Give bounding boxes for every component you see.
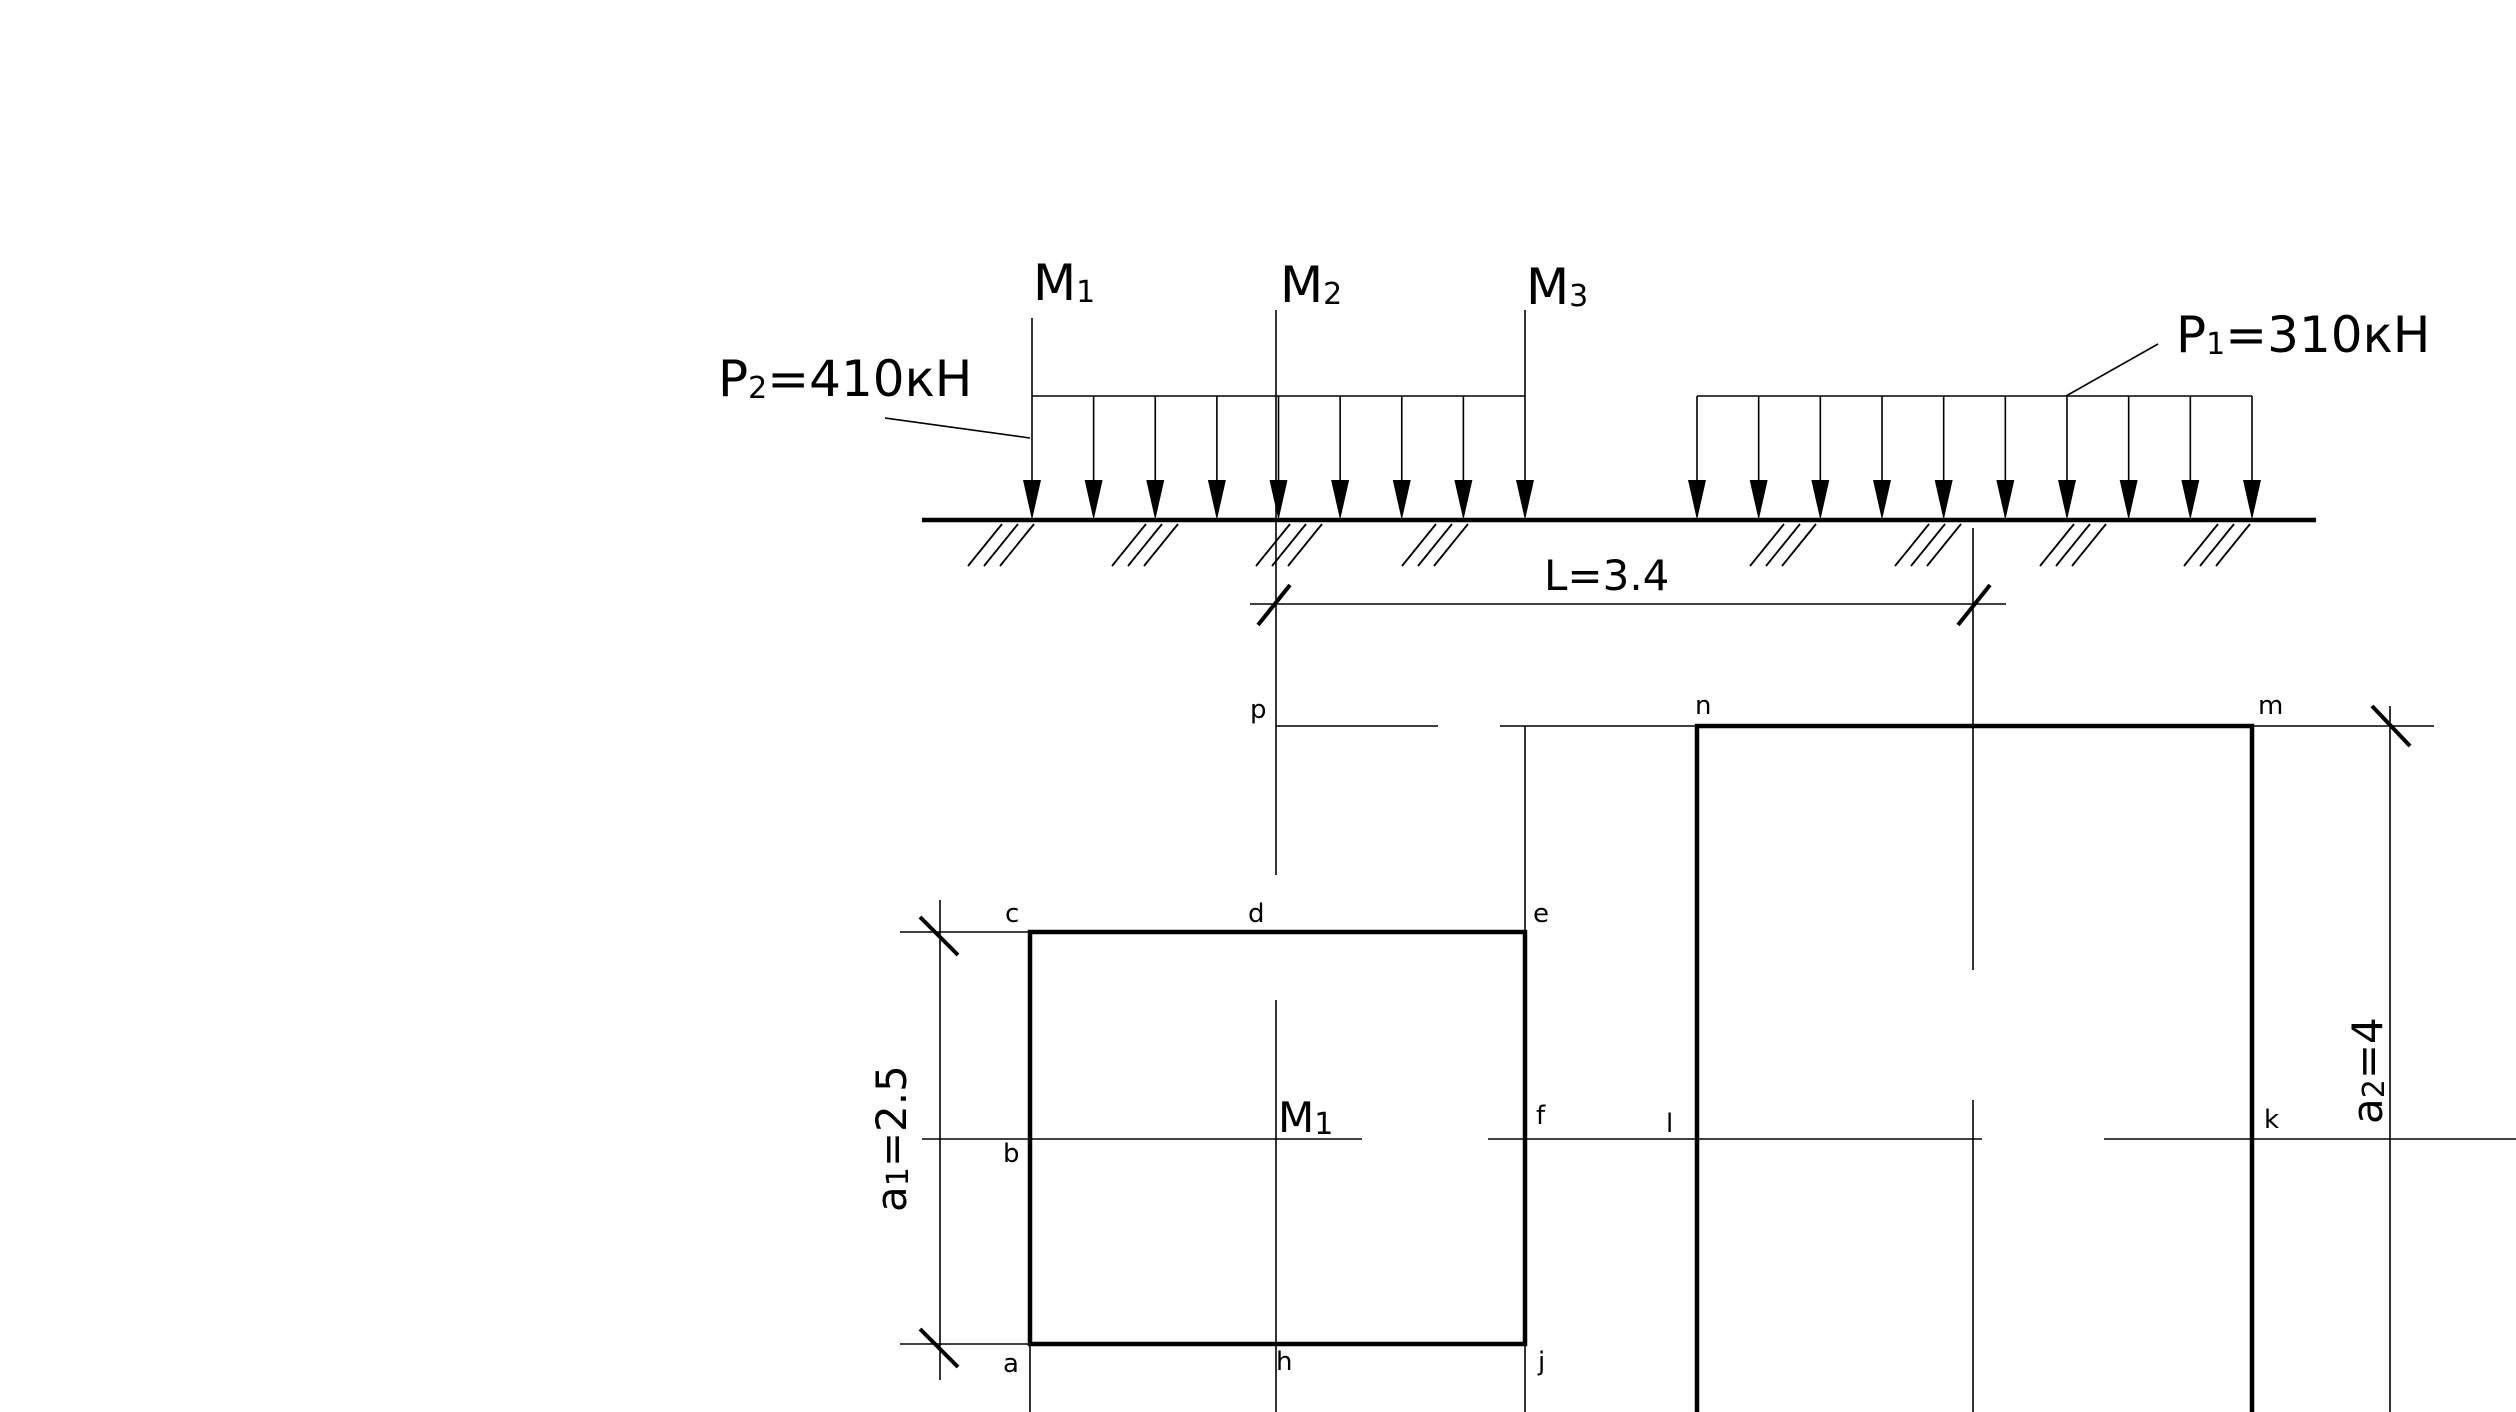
point-label-l: l xyxy=(1666,1109,1673,1139)
load-p1-arrow-head xyxy=(1873,480,1891,520)
hatch-stroke xyxy=(1433,523,1469,567)
point-label-e: e xyxy=(1533,899,1549,929)
load-p1-arrow-head xyxy=(2243,480,2261,520)
section-label-m1: M1 xyxy=(1033,254,1095,312)
load-p1-arrow-head xyxy=(1688,480,1706,520)
load-p2-arrows xyxy=(1023,396,1534,520)
load-p2-arrow-head xyxy=(1454,480,1473,520)
load-p1-arrow-head xyxy=(1811,480,1830,520)
footing-right-outline xyxy=(1694,723,2255,1412)
dimension-label-a1: a1=2.5 xyxy=(867,1065,916,1212)
dimension-label-l: L=3.4 xyxy=(1544,551,1669,600)
point-label-m: m xyxy=(2258,691,2283,721)
load-label-p2: P2=410кН xyxy=(718,350,972,408)
hatch-stroke xyxy=(1143,523,1179,567)
load-p2-arrow-head xyxy=(1392,480,1411,520)
point-label-n: n xyxy=(1695,691,1711,721)
point-label-f: f xyxy=(1536,1101,1546,1131)
point-label-a: a xyxy=(1003,1349,1019,1379)
p1-leader xyxy=(2065,343,2159,397)
hatch-stroke xyxy=(1765,523,1801,567)
dim-tick-a1-bottom xyxy=(918,1327,960,1369)
plan-label-m1: M1 xyxy=(1278,1093,1333,1142)
load-p2-arrow-head xyxy=(1207,480,1226,520)
hatch-stroke xyxy=(2055,523,2091,567)
hatch-stroke xyxy=(1111,523,1147,567)
load-p2-arrow-head xyxy=(1516,480,1534,520)
load-p1-arrows xyxy=(1688,396,2261,520)
hatch-stroke xyxy=(967,523,1003,567)
hatch-stroke xyxy=(1271,523,1307,567)
hatch-stroke xyxy=(2039,523,2075,567)
hatch-stroke xyxy=(1910,523,1946,567)
load-p2-arrow-head xyxy=(1146,480,1165,520)
load-p2-arrow-head xyxy=(1331,480,1350,520)
load-p1-arrow-head xyxy=(1996,480,2015,520)
load-p2-arrow-head xyxy=(1023,480,1041,520)
dim-tick-a2-top xyxy=(2370,704,2412,748)
hatch-stroke xyxy=(1417,523,1453,567)
section-label-m3: M3 xyxy=(1526,258,1588,316)
hatch-stroke xyxy=(1781,523,1817,567)
dimension-tick-l-left xyxy=(1256,583,1292,627)
section-label-m2: M2 xyxy=(1280,256,1342,314)
point-label-h: h xyxy=(1276,1347,1292,1377)
hatch-stroke xyxy=(999,523,1035,567)
point-label-c: c xyxy=(1005,899,1019,929)
hatch-stroke xyxy=(1926,523,1962,567)
p2-leader xyxy=(884,417,1031,439)
hatch-stroke xyxy=(2215,523,2251,567)
load-label-p1: P1=310кН xyxy=(2176,306,2430,364)
hatch-stroke xyxy=(2199,523,2235,567)
dimension-tick-l-right xyxy=(1956,583,1992,627)
ground-hatching xyxy=(967,523,2251,567)
load-p1-arrow-head xyxy=(2119,480,2138,520)
load-p1-arrow-head xyxy=(1749,480,1768,520)
point-label-p: p xyxy=(1250,695,1267,725)
hatch-stroke xyxy=(1255,523,1291,567)
hatch-stroke xyxy=(1401,523,1437,567)
dimension-label-a2: a2=4 xyxy=(2343,1017,2392,1124)
hatch-stroke xyxy=(1127,523,1163,567)
hatch-stroke xyxy=(1287,523,1323,567)
point-label-d: d xyxy=(1248,899,1265,929)
footing-left-outline xyxy=(1027,929,1528,1347)
hatch-stroke xyxy=(1894,523,1930,567)
hatch-stroke xyxy=(2071,523,2107,567)
point-label-b: b xyxy=(1003,1139,1020,1169)
load-p1-arrow-head xyxy=(1934,480,1953,520)
load-p2-arrow-head xyxy=(1084,480,1103,520)
hatch-stroke xyxy=(2183,523,2219,567)
load-p2-arrow-head xyxy=(1269,480,1288,520)
dim-tick-a1-top xyxy=(918,915,960,957)
point-label-k: k xyxy=(2264,1105,2279,1135)
hatch-stroke xyxy=(1749,523,1785,567)
point-label-j: j xyxy=(1537,1347,1545,1377)
hatch-stroke xyxy=(983,523,1019,567)
load-p1-arrow-head xyxy=(2058,480,2076,520)
load-p1-arrow-head xyxy=(2181,480,2200,520)
